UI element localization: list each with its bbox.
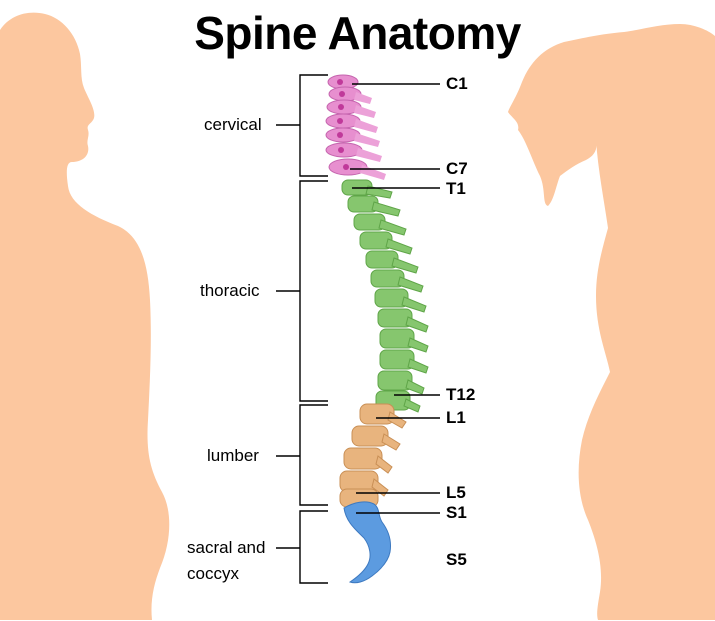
label-l5: L5 bbox=[446, 484, 466, 502]
bracket-thoracic bbox=[300, 181, 328, 401]
label-l1: L1 bbox=[446, 409, 466, 427]
bracket-sacral bbox=[300, 511, 328, 583]
region-label-cervical: cervical bbox=[204, 113, 262, 137]
diagram-title: Spine Anatomy bbox=[0, 6, 715, 60]
thoracic-vertebrae bbox=[342, 180, 428, 412]
cervical-vertebrae bbox=[326, 75, 386, 180]
region-brackets bbox=[276, 75, 328, 583]
label-t12: T12 bbox=[446, 386, 475, 404]
label-s1: S1 bbox=[446, 504, 467, 522]
lumbar-vertebrae bbox=[340, 404, 406, 507]
label-c7: C7 bbox=[446, 160, 468, 178]
bracket-lumbar bbox=[300, 405, 328, 505]
region-label-coccyx: coccyx bbox=[187, 562, 239, 586]
region-label-thoracic: thoracic bbox=[200, 279, 260, 303]
region-label-sacral: sacral and bbox=[187, 536, 265, 560]
sacrum-coccyx bbox=[344, 502, 391, 583]
label-s5: S5 bbox=[446, 551, 467, 569]
label-t1: T1 bbox=[446, 180, 466, 198]
female-silhouette bbox=[508, 24, 715, 620]
bracket-cervical bbox=[300, 75, 328, 176]
label-c1: C1 bbox=[446, 75, 468, 93]
male-silhouette bbox=[0, 13, 169, 620]
region-label-lumbar: lumber bbox=[207, 444, 259, 468]
